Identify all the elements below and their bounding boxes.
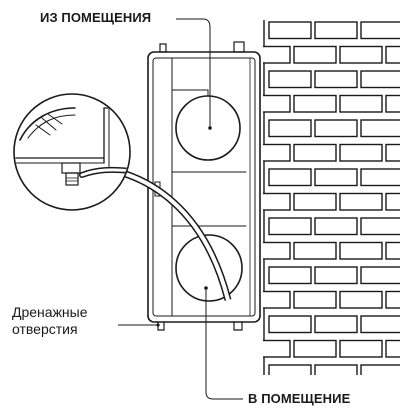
brick xyxy=(360,217,400,236)
brick xyxy=(268,217,312,236)
label-drain-holes: Дренажные отверстия xyxy=(12,304,88,338)
brick xyxy=(293,45,337,64)
brick xyxy=(314,168,358,187)
label-drain-line2: отверстия xyxy=(12,321,78,337)
brick xyxy=(314,364,358,375)
brick xyxy=(385,290,400,309)
brick xyxy=(293,241,337,260)
brick xyxy=(314,70,358,89)
brick xyxy=(339,241,383,260)
brick xyxy=(263,94,291,113)
brick xyxy=(385,192,400,211)
brick xyxy=(268,168,312,187)
brick xyxy=(360,21,400,40)
ventilation-unit-body xyxy=(147,41,261,331)
brick xyxy=(263,339,291,358)
brick xyxy=(293,290,337,309)
brick xyxy=(268,266,312,285)
brick xyxy=(268,315,312,334)
detail-magnifier xyxy=(13,93,131,211)
label-to-room: В ПОМЕЩЕНИЕ xyxy=(248,391,351,406)
leader-lines xyxy=(118,18,243,400)
brick xyxy=(263,290,291,309)
brick xyxy=(268,364,312,375)
brick xyxy=(385,339,400,358)
brick xyxy=(360,168,400,187)
brick xyxy=(314,315,358,334)
brick xyxy=(263,45,291,64)
brick xyxy=(339,45,383,64)
brick xyxy=(263,241,291,260)
brick xyxy=(339,143,383,162)
brick xyxy=(360,315,400,334)
brick-wall xyxy=(263,20,400,375)
brick xyxy=(293,143,337,162)
brick xyxy=(268,21,312,40)
brick xyxy=(385,241,400,260)
brick xyxy=(314,266,358,285)
brick xyxy=(385,94,400,113)
brick xyxy=(385,45,400,64)
brick xyxy=(293,339,337,358)
brick xyxy=(339,290,383,309)
brick xyxy=(314,21,358,40)
brick xyxy=(293,94,337,113)
brick xyxy=(268,70,312,89)
brick xyxy=(360,119,400,138)
brick xyxy=(360,364,400,375)
brick xyxy=(385,143,400,162)
brick xyxy=(339,94,383,113)
brick xyxy=(263,192,291,211)
brick xyxy=(360,70,400,89)
brick xyxy=(314,119,358,138)
brick xyxy=(263,143,291,162)
label-drain-line1: Дренажные xyxy=(12,304,88,320)
brick xyxy=(360,266,400,285)
brick xyxy=(268,119,312,138)
brick xyxy=(314,217,358,236)
brick xyxy=(339,339,383,358)
brick xyxy=(293,192,337,211)
label-from-room: ИЗ ПОМЕЩЕНИЯ xyxy=(40,10,152,25)
brick xyxy=(339,192,383,211)
